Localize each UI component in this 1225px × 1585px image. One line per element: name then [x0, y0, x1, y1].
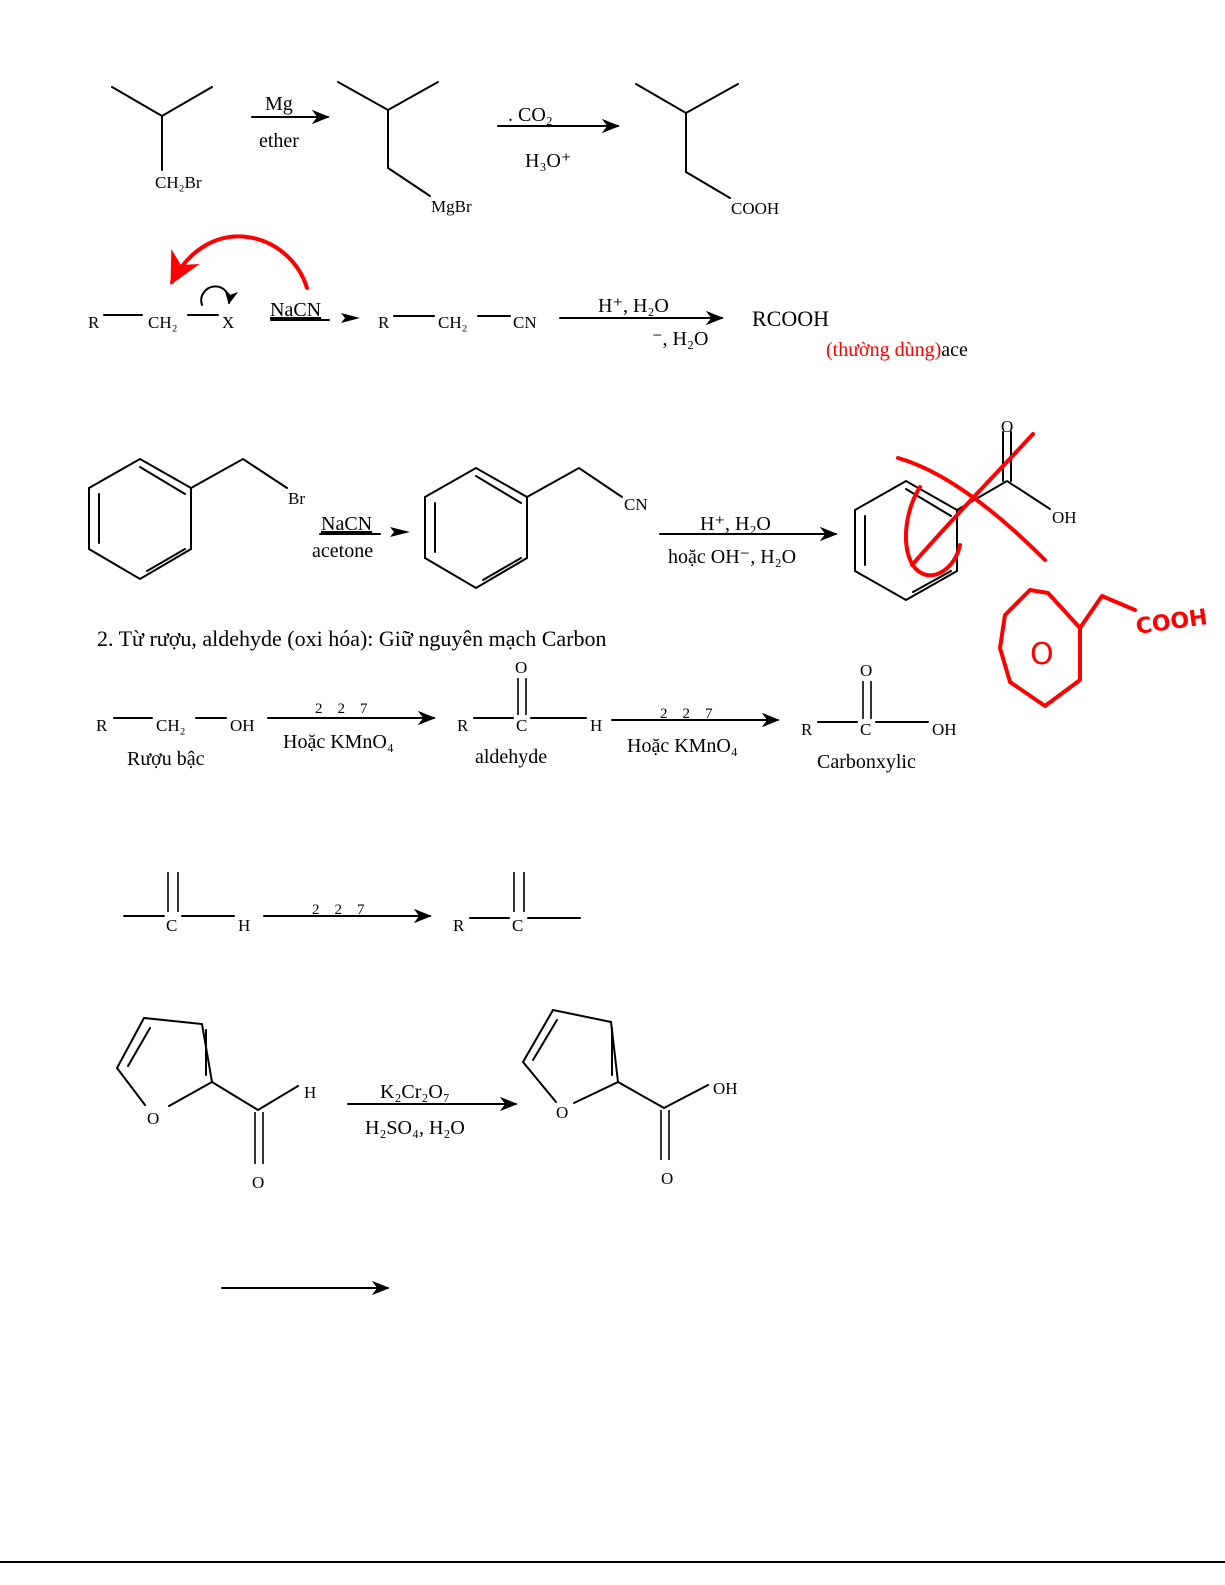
ketone-right-c: C [512, 916, 523, 935]
hydrolysis-arrow-2: H⁺, H₂O hoặc OH⁻, H₂O [659, 513, 838, 568]
grignard-arrow: Mg ether [251, 93, 330, 152]
furfural-structure: O H O [115, 1016, 316, 1192]
carboxylation-arrow: . CO₂ H₃O⁺ [497, 104, 620, 172]
benzoic-acid-structure: O OH [854, 417, 1077, 602]
base-hydrolysis-reagent: hoặc OH⁻, H₂O [668, 546, 796, 568]
furoic-oh: OH [713, 1079, 738, 1098]
note-black-text: ace [941, 339, 968, 361]
r-label: R [88, 313, 100, 332]
isobutyl-bromide-structure: CH₂Br [111, 86, 213, 192]
co2-reagent: . CO₂ [508, 104, 553, 126]
acid-oh: OH [932, 720, 957, 739]
nacn-reagent-2: NaCN [321, 513, 372, 535]
carbonyl-o-label: O [1001, 417, 1013, 436]
mg-reagent: Mg [265, 93, 293, 115]
reaction-3-benzyl: Br NaCN acetone CN H⁺, H₂O hoặc OH⁻, H₂O… [88, 417, 1209, 708]
black-curved-arrow [200, 285, 239, 306]
page-bottom-rule [0, 1561, 1225, 1563]
alcohol-name: Rượu bậc [127, 748, 205, 770]
alcohol-oh: OH [230, 716, 255, 735]
red-scribble [903, 485, 962, 578]
acid-water-reagent: H₂SO₄, H₂O [365, 1117, 465, 1139]
furfural-ring-o: O [147, 1109, 159, 1128]
ketone-arrow-top: 2 2 7 [312, 902, 365, 918]
ketone-left-c: C [166, 916, 177, 935]
furoic-ring-o: O [556, 1103, 568, 1122]
red-curved-arrow [170, 234, 309, 290]
aldehyde-c: C [516, 716, 527, 735]
furan-oxidation: O H O K₂Cr₂O₇ H₂SO₄, H₂O O OH O [115, 1008, 738, 1192]
acid-hydrolysis-reagent: H⁺, H₂O [700, 513, 771, 535]
ketone-right-r: R [453, 916, 465, 935]
alcohol-r: R [96, 716, 108, 735]
ch2-label: CH₂ [148, 313, 178, 332]
hydrolysis-acid-reagent: H⁺, H₂O [598, 295, 669, 317]
oh-label: OH [1052, 508, 1077, 527]
aldehyde-o: O [515, 658, 527, 677]
acid-name: Carbonxylic [817, 751, 916, 773]
br-label: Br [288, 489, 305, 508]
oxidation-sequence: R CH₂ OH Rượu bậc 2 2 7 Hoặc KMnO₄ O R C… [96, 658, 957, 773]
h3o-reagent: H₃O⁺ [525, 150, 571, 172]
oxidation-arrow-2-top: 2 2 7 [660, 706, 713, 722]
x-label: X [222, 313, 234, 332]
oxidation-arrow-2-bottom: Hoặc KMnO₄ [627, 735, 738, 757]
acid-r: R [801, 720, 813, 739]
oxidation-arrow-1-bottom: Hoặc KMnO₄ [283, 731, 394, 753]
furfural-o: O [252, 1173, 264, 1192]
nitrile-cn-label: CN [513, 313, 537, 332]
acid-c: C [860, 720, 871, 739]
section-2-heading: 2. Từ rượu, aldehyde (oxi hóa): Giữ nguy… [97, 626, 607, 651]
cn-label: CN [624, 495, 648, 514]
rcooh-product: RCOOH [752, 306, 829, 331]
aldehyde-h: H [590, 716, 602, 735]
handwritten-ring-o: O [1030, 637, 1054, 672]
reaction-1-grignard: CH₂Br Mg ether MgBr . CO₂ H₃O⁺ COOH [111, 81, 779, 218]
red-cross-stroke-1 [896, 456, 1047, 562]
cyanide-arrow: NaCN acetone [312, 513, 410, 562]
furoic-acid-structure: O OH O [521, 1008, 738, 1188]
red-drawn-ring [998, 588, 1082, 708]
reaction-2-nitrile: R CH₂ X NaCN R CH₂ CN H⁺, H₂O ⁻, H₂O RCO… [88, 234, 968, 361]
red-side-chain [1078, 594, 1137, 630]
handwritten-cooh: COOH [1134, 605, 1209, 640]
svg-text:(thường dùng)ace: (thường dùng)ace [826, 339, 968, 361]
acetone-solvent: acetone [312, 540, 373, 562]
mgbr-label: MgBr [431, 197, 472, 216]
dichromate-reagent: K₂Cr₂O₇ [380, 1081, 450, 1103]
hydrolysis-base-reagent: ⁻, H₂O [652, 328, 708, 350]
furfural-h: H [304, 1083, 316, 1102]
oxidation-arrow-1-top: 2 2 7 [315, 701, 368, 717]
aldehyde-r: R [457, 716, 469, 735]
handwritten-annotation: O COOH [896, 432, 1209, 708]
benzyl-bromide-structure: Br [88, 457, 305, 581]
carboxylic-acid-structure: COOH [635, 83, 779, 218]
ketone-left-h: H [238, 916, 250, 935]
nacn-reagent: NaCN [270, 299, 321, 321]
nitrile-ch2-label: CH₂ [438, 313, 468, 332]
note-red-text: (thường dùng) [826, 339, 941, 361]
ch2br-label: CH₂Br [155, 173, 202, 192]
ketone-row: C H 2 2 7 R C [123, 872, 581, 935]
dichromate-arrow: K₂Cr₂O₇ H₂SO₄, H₂O [347, 1081, 518, 1139]
cooh-label: COOH [731, 199, 779, 218]
nitrile-r-label: R [378, 313, 390, 332]
ether-solvent: ether [259, 130, 299, 152]
aldehyde-name: aldehyde [475, 746, 547, 768]
alcohol-ch2: CH₂ [156, 716, 186, 735]
acid-o: O [860, 661, 872, 680]
furoic-o: O [661, 1169, 673, 1188]
grignard-reagent-structure: MgBr [337, 81, 472, 216]
benzyl-nitrile-structure: CN [424, 466, 648, 590]
nacn-arrowhead [341, 313, 360, 323]
red-cross-stroke-2 [910, 432, 1035, 567]
